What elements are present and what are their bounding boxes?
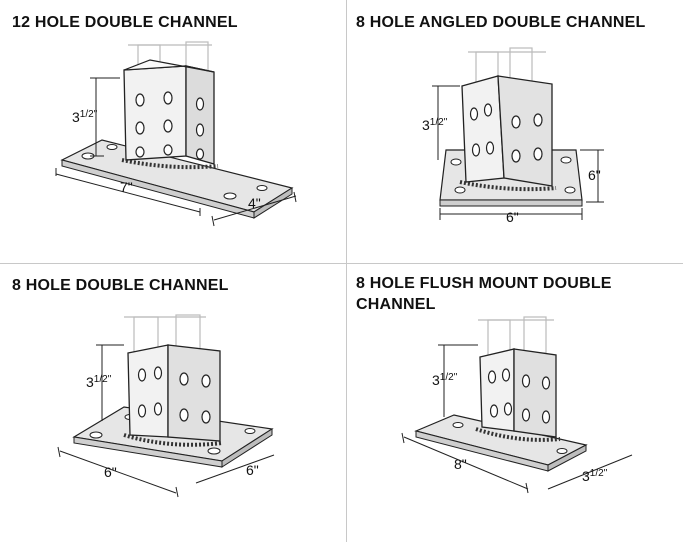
length-dimension: [439, 208, 583, 220]
length-dimension: [57, 446, 179, 498]
length-dimension: [55, 168, 201, 216]
weld-bead: [475, 427, 561, 442]
width-label: 6": [246, 462, 259, 478]
mount-holes: [450, 156, 576, 194]
bracket-drawing: 31/2" 6" 6": [422, 47, 604, 225]
height-label: 31/2": [432, 372, 458, 388]
panel-title: 8 HOLE ANGLED DOUBLE CHANNEL: [356, 14, 646, 31]
bracket-side-face: [167, 344, 221, 442]
panel-title: 8 HOLE FLUSH MOUNT DOUBLE CHANNEL: [356, 273, 612, 315]
height-label: 31/2": [422, 117, 448, 133]
height-dimension: [90, 77, 120, 157]
panel-title-line2: CHANNEL: [356, 296, 436, 313]
length-label: 7": [120, 179, 133, 195]
bracket-holes: [487, 368, 551, 424]
bracket-top: [123, 59, 215, 73]
weld-bead: [121, 158, 219, 170]
width-label: 6": [588, 167, 601, 183]
bracket-drawing: 31/2" 8" 31/2": [401, 316, 633, 494]
mount-hole: [106, 144, 118, 150]
length-label: 8": [454, 456, 467, 472]
panel-8-hole-angled-double-channel: 8 HOLE ANGLED DOUBLE CHANNEL: [348, 0, 683, 262]
bracket-side-face: [513, 348, 557, 438]
bracket-holes: [469, 103, 543, 163]
panel-divider-vertical: [346, 0, 347, 542]
base-plate-edge: [439, 199, 583, 207]
bracket-drawing: 31/2" 6" 6": [57, 314, 275, 498]
bracket-left-face: [461, 75, 505, 183]
panel-12-hole-double-channel: 12 HOLE DOUBLE CHANNEL: [0, 0, 346, 262]
bracket-holes: [137, 366, 211, 424]
panel-8-hole-flush-mount-double-channel: 8 HOLE FLUSH MOUNT DOUBLE CHANNEL: [348, 265, 683, 542]
weld-bead: [123, 433, 223, 447]
width-label: 31/2": [582, 468, 608, 484]
bracket-drawing: 31/2" 7" 4": [55, 41, 297, 227]
panel-title-line1: 8 HOLE FLUSH MOUNT DOUBLE: [356, 275, 612, 292]
bracket-front-face: [123, 65, 187, 161]
length-label: 6": [506, 209, 519, 225]
length-dimension: [401, 432, 529, 494]
bracket-right-face: [497, 75, 553, 187]
width-dimension: [580, 149, 604, 203]
base-plate-side: [221, 428, 273, 468]
bracket-front-face: [127, 344, 169, 438]
panel-divider-horizontal: [0, 263, 683, 264]
panel-8-hole-double-channel: 8 HOLE DOUBLE CHANNEL: [0, 265, 346, 542]
height-dimension: [438, 344, 478, 417]
mount-hole: [256, 185, 268, 191]
base-plate-side: [547, 444, 587, 472]
length-label: 6": [104, 464, 117, 480]
panel-title: 8 HOLE DOUBLE CHANNEL: [12, 277, 229, 294]
mount-holes: [452, 422, 568, 454]
width-dimension: [211, 191, 297, 227]
panel-title: 12 HOLE DOUBLE CHANNEL: [12, 14, 238, 31]
mount-hole: [223, 192, 237, 200]
height-dimension: [432, 85, 460, 160]
bracket-front-face: [479, 348, 515, 432]
bracket-holes: [135, 91, 205, 160]
height-label: 31/2": [86, 374, 112, 390]
width-label: 4": [248, 195, 261, 211]
height-label: 31/2": [72, 109, 98, 125]
width-dimension: [195, 454, 275, 484]
height-dimension: [96, 344, 124, 421]
weld-bead: [459, 180, 557, 192]
width-dimension: [547, 454, 633, 490]
